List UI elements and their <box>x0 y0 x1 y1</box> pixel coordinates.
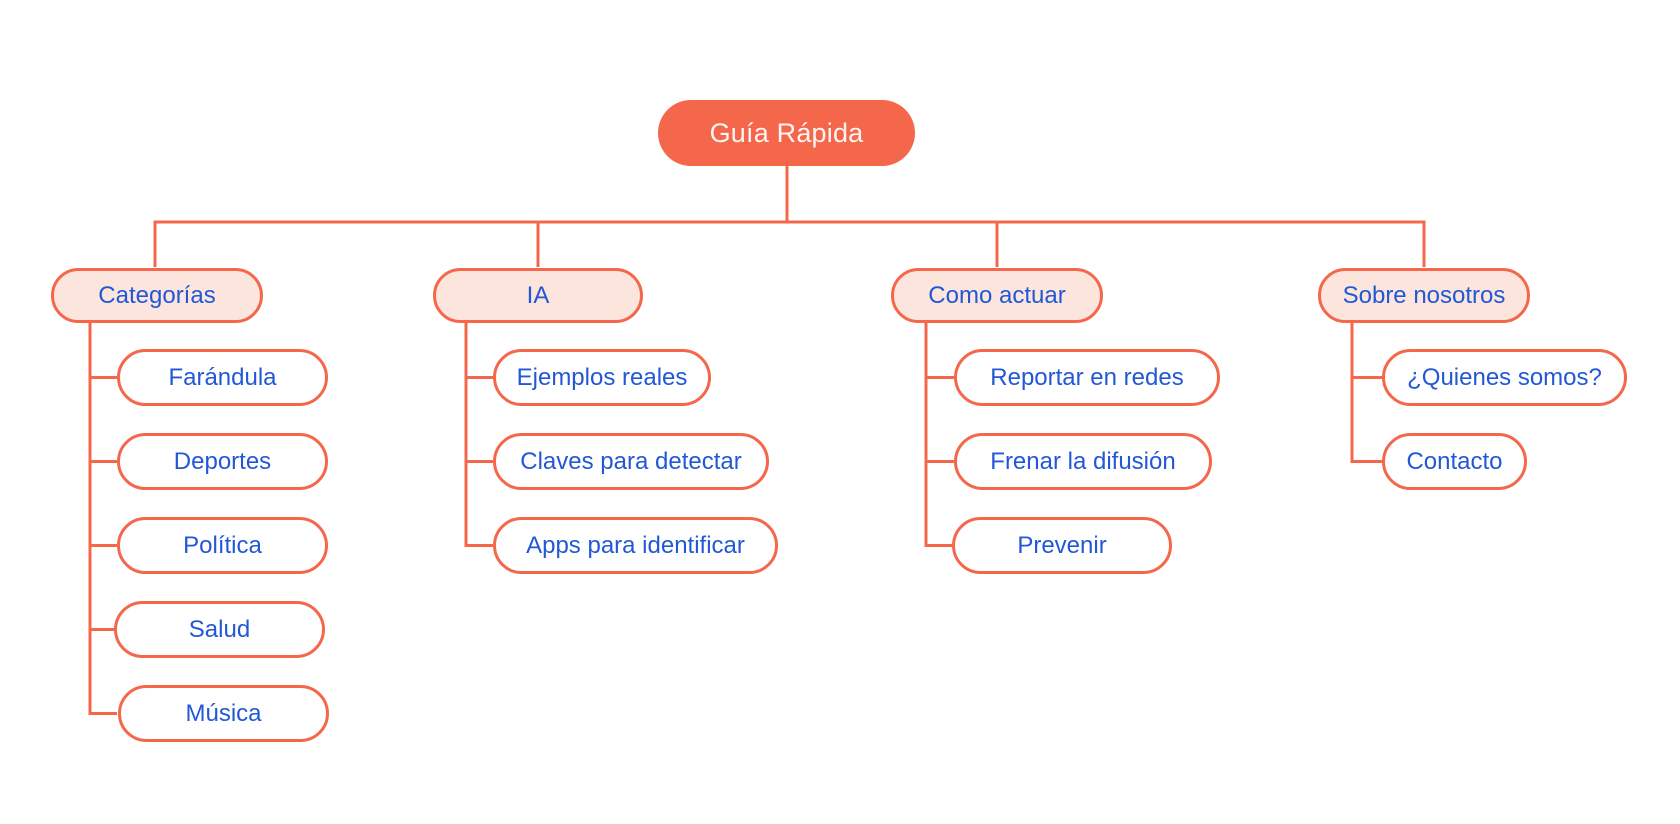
node-child-prevenir[interactable]: Prevenir <box>952 517 1172 574</box>
node-root-guia-rapida[interactable]: Guía Rápida <box>658 100 915 166</box>
node-child-claves-para-detectar[interactable]: Claves para detectar <box>493 433 769 490</box>
node-branch-ia[interactable]: IA <box>433 268 643 323</box>
node-branch-sobre-nosotros[interactable]: Sobre nosotros <box>1318 268 1530 323</box>
node-child-contacto[interactable]: Contacto <box>1382 433 1527 490</box>
node-branch-como-actuar[interactable]: Como actuar <box>891 268 1103 323</box>
node-child-apps-para-identificar[interactable]: Apps para identificar <box>493 517 778 574</box>
node-child-frenar-la-difusion[interactable]: Frenar la difusión <box>954 433 1212 490</box>
node-child-quienes-somos[interactable]: ¿Quienes somos? <box>1382 349 1627 406</box>
connector-trunk-ia <box>464 323 493 547</box>
node-child-reportar-en-redes[interactable]: Reportar en redes <box>954 349 1220 406</box>
node-child-farandula[interactable]: Farándula <box>117 349 328 406</box>
node-child-salud[interactable]: Salud <box>114 601 325 658</box>
connector-trunk-sobre-nosotros <box>1350 323 1382 463</box>
connector-trunk-como-actuar <box>924 323 952 547</box>
node-child-musica[interactable]: Música <box>118 685 329 742</box>
node-branch-categorias[interactable]: Categorías <box>51 268 263 323</box>
node-child-ejemplos-reales[interactable]: Ejemplos reales <box>493 349 711 406</box>
node-child-deportes[interactable]: Deportes <box>117 433 328 490</box>
node-child-politica[interactable]: Política <box>117 517 328 574</box>
connector-trunk-categorias <box>88 323 117 715</box>
connector-top-bus <box>153 220 1426 267</box>
